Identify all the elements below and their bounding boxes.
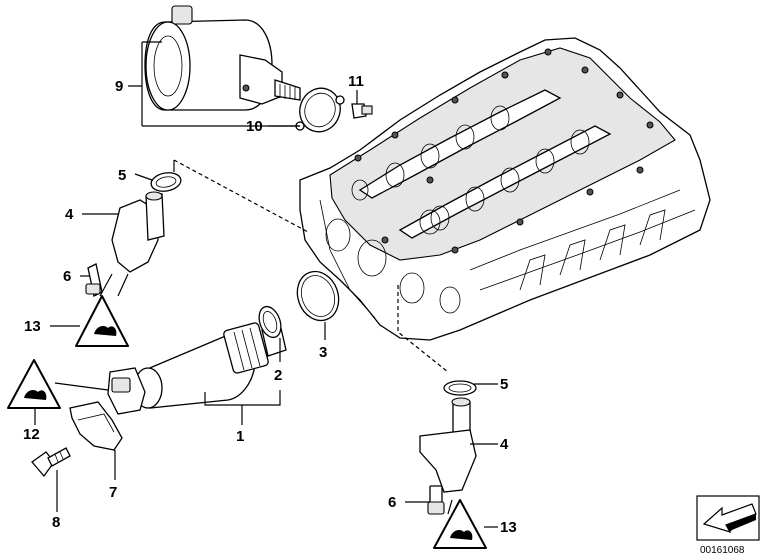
- sensor-screw-upper: [85, 263, 103, 297]
- callout-4-upper: 4: [65, 206, 74, 223]
- callout-10: 10: [246, 118, 263, 135]
- callout-7: 7: [109, 484, 117, 501]
- valvetronic-actuator: [144, 5, 301, 111]
- cylinder-head: [299, 37, 711, 341]
- callout-11: 11: [348, 73, 364, 90]
- reference-number: 00161068: [700, 545, 745, 556]
- callout-1: 1: [236, 428, 244, 445]
- callout-labels: 1 2 3 4 4 5 5 6 6 7 8 9 10 11 12 13 13: [23, 73, 517, 536]
- camshaft-sensor-upper: [111, 172, 182, 273]
- warning-triangle-icon: [75, 295, 129, 347]
- callout-2: 2: [274, 367, 282, 384]
- callout-13-lower: 13: [500, 519, 517, 536]
- hex-bolt: [31, 447, 71, 478]
- callout-9: 9: [115, 78, 123, 95]
- callout-4-lower: 4: [500, 436, 509, 453]
- actuator-screw: [351, 103, 373, 119]
- vanos-solenoid-valve: [107, 322, 287, 415]
- warning-triangle-icon: [7, 359, 61, 409]
- callout-13-upper: 13: [24, 318, 41, 335]
- bmw-navigation-arrow-icon: [696, 495, 760, 541]
- callout-5-upper: 5: [118, 167, 126, 184]
- callout-3: 3: [319, 344, 327, 361]
- o-ring-large: [296, 270, 340, 322]
- callout-8: 8: [52, 514, 60, 531]
- callout-6-lower: 6: [388, 494, 396, 511]
- callout-6-upper: 6: [63, 268, 71, 285]
- sensor-screw-lower: [427, 485, 445, 515]
- callout-12: 12: [23, 426, 40, 443]
- holder-bracket: [69, 401, 123, 451]
- callout-5-lower: 5: [500, 376, 508, 393]
- camshaft-sensor-lower: [419, 380, 477, 493]
- o-ring-small: [258, 305, 282, 339]
- warning-triangle-icon: [433, 499, 487, 549]
- leader-lines: [34, 41, 498, 528]
- actuator-gasket: [295, 87, 345, 133]
